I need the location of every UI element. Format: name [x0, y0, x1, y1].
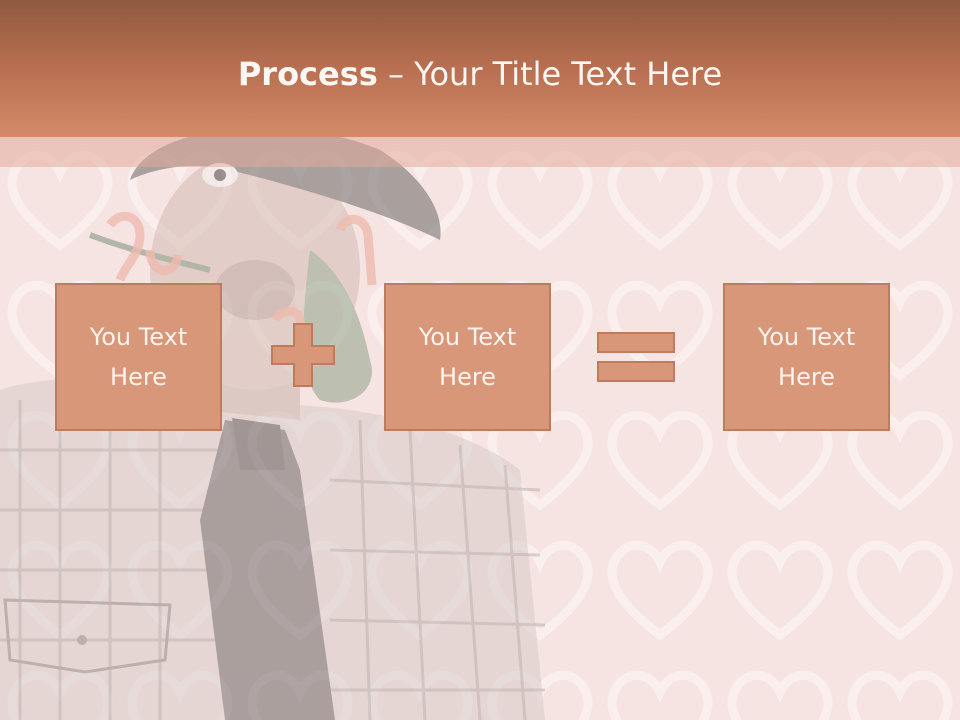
process-box-3-line2: Here [778, 363, 835, 391]
process-box-2-line1: You Text [418, 323, 517, 351]
process-box-3[interactable]: You Text Here [723, 283, 890, 431]
process-box-1-line2: Here [110, 363, 167, 391]
slide-title-rest: – Your Title Text Here [377, 55, 723, 93]
plus-icon [271, 323, 335, 387]
process-box-3-line1: You Text [757, 323, 856, 351]
process-box-2[interactable]: You Text Here [384, 283, 551, 431]
process-box-2-line2: Here [439, 363, 496, 391]
equals-icon [597, 332, 675, 382]
title-band [0, 0, 960, 137]
slide-title[interactable]: Process – Your Title Text Here [0, 52, 960, 96]
process-box-1-line1: You Text [89, 323, 188, 351]
title-stripe [0, 137, 960, 167]
process-box-1[interactable]: You Text Here [55, 283, 222, 431]
slide-title-bold: Process [237, 55, 378, 93]
